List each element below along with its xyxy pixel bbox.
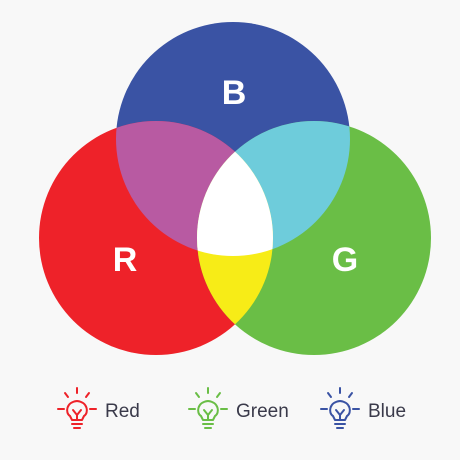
legend-item-green: Green [186,386,289,438]
legend-item-red: Red [55,386,140,438]
legend-label-blue: Blue [368,401,407,422]
lightbulb-icon [188,387,228,429]
lightbulb-icon [320,387,360,429]
circle-label-red: R [113,241,138,279]
legend-label-green: Green [236,401,289,422]
legend: Red Green [0,386,460,438]
legend-item-blue: Blue [318,386,406,438]
circle-label-green: G [332,241,358,279]
circle-label-blue: B [222,74,247,112]
overlap-center [197,121,273,256]
legend-label-red: Red [105,401,140,422]
lightbulb-icon [57,387,97,429]
